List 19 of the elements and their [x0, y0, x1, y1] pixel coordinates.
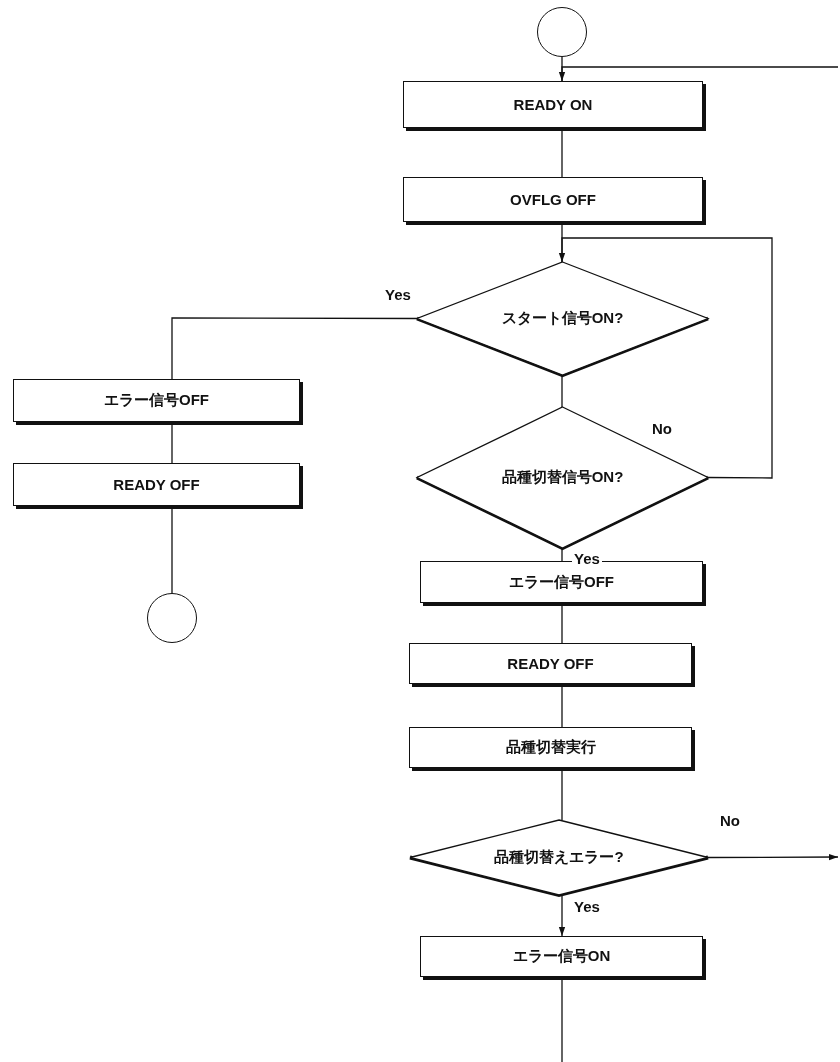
process-box: OVFLG OFF	[403, 177, 703, 222]
connector-circle	[537, 7, 587, 57]
connector-line	[561, 547, 563, 562]
connector-circle	[147, 593, 197, 643]
decision-text: 品種切替えエラー?	[494, 848, 624, 867]
arrow	[558, 894, 566, 937]
process-box: READY ON	[403, 81, 703, 128]
process-box: READY OFF	[13, 463, 300, 506]
connector-line	[561, 374, 563, 408]
arrow	[558, 237, 773, 479]
process-box: READY OFF	[409, 643, 692, 684]
process-box: 品種切替実行	[409, 727, 692, 768]
connector-line	[171, 317, 418, 380]
process-box: エラー信号OFF	[13, 379, 300, 422]
arrow	[558, 66, 839, 82]
decision-text: スタート信号ON?	[501, 309, 624, 328]
process-box: エラー信号ON	[420, 936, 703, 977]
decision-text: 品種切替信号ON?	[501, 468, 624, 487]
arrow	[707, 853, 839, 861]
